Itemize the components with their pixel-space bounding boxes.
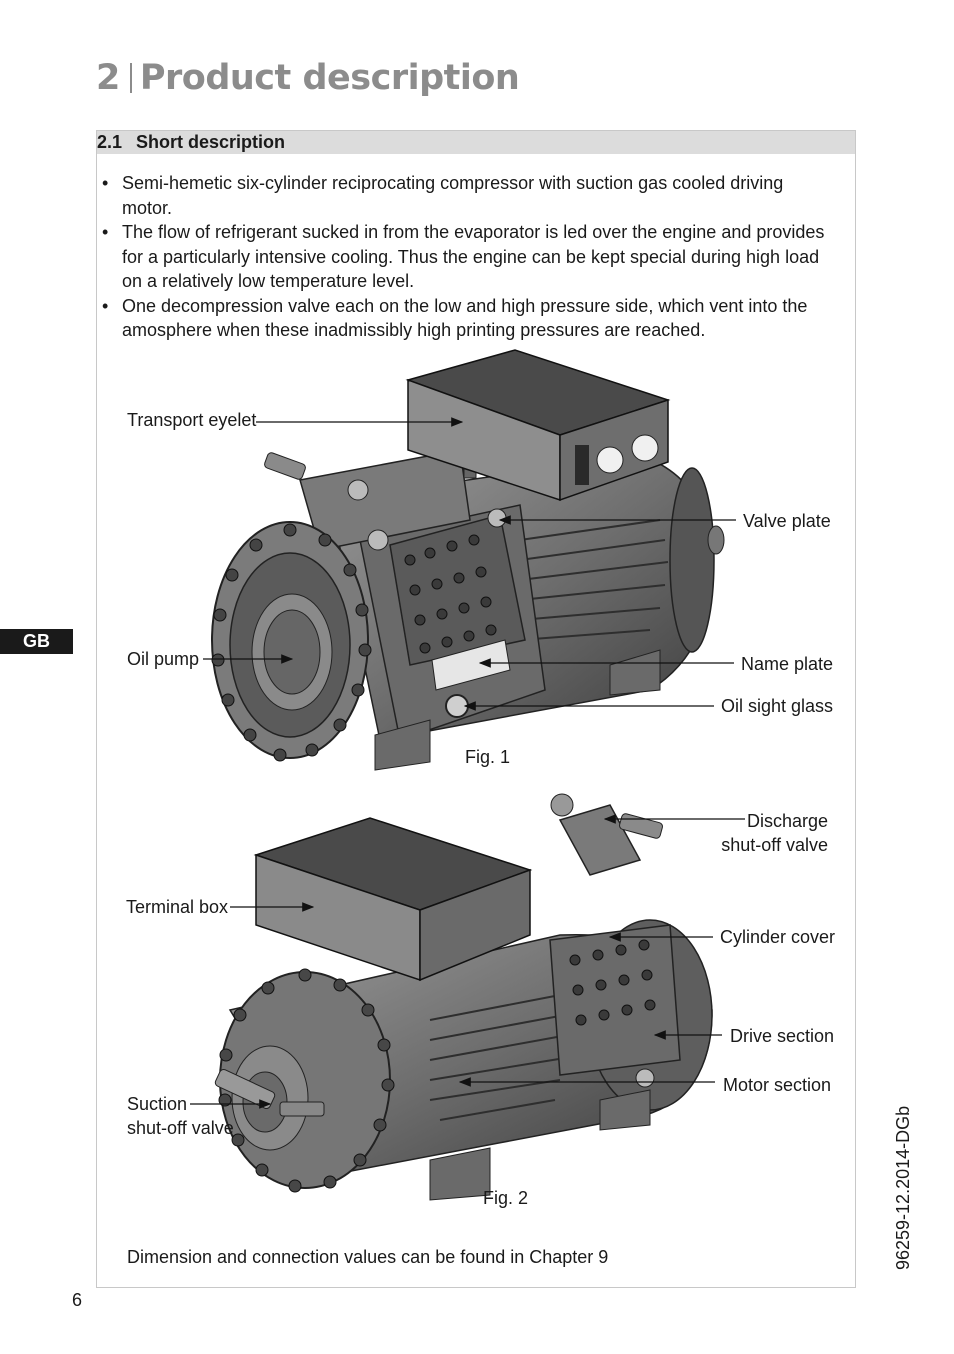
figure-2-leaders	[190, 814, 745, 1109]
label-discharge-line-2: shut-off valve	[721, 835, 828, 855]
label-discharge-line-1: Discharge	[746, 811, 828, 831]
compressor-figure-2	[214, 793, 713, 1201]
figure-1-leaders	[203, 417, 736, 711]
section-title: Short description	[136, 132, 286, 152]
chapter-separator	[129, 63, 132, 93]
label-suction-line-1: Suction	[127, 1094, 188, 1114]
label-drive-section: Drive section	[730, 1026, 835, 1046]
document-number: 96259-12.2014-DGb	[893, 1105, 913, 1270]
label-oil-sight-glass: Oil sight glass	[721, 696, 834, 716]
language-tab: GB	[0, 629, 73, 654]
label-oil-pump: Oil pump	[127, 649, 200, 669]
label-suction-line-2: shut-off valve	[127, 1118, 234, 1138]
compressor-figure-1	[211, 349, 725, 771]
label-cylinder-cover: Cylinder cover	[720, 927, 836, 947]
section-heading: 2.1 Short description	[97, 131, 855, 154]
figure-2-caption: Fig. 2	[483, 1188, 529, 1208]
bullet-list: •Semi-hemetic six-cylinder reciprocating…	[97, 171, 827, 343]
section-number: 2.1	[97, 132, 123, 152]
figure-1-caption: Fig. 1	[465, 747, 511, 767]
label-name-plate: Name plate	[741, 654, 834, 674]
content-frame: 2.1 Short description •Semi-hemetic six-c…	[96, 130, 856, 1288]
label-terminal-box: Terminal box	[126, 897, 229, 917]
chapter-title: Product description	[139, 58, 520, 98]
list-item: •One decompression valve each on the low…	[102, 295, 808, 341]
chapter-reference-note: Dimension and connection values can be f…	[127, 1247, 609, 1267]
label-transport-eyelet: Transport eyelet	[127, 410, 257, 430]
chapter-heading: 2 Product description	[96, 56, 520, 100]
list-item: •Semi-hemetic six-cylinder reciprocating…	[102, 173, 784, 218]
label-motor-section: Motor section	[723, 1075, 832, 1095]
list-item: •The flow of refrigerant sucked in from …	[102, 222, 825, 291]
chapter-number: 2	[96, 58, 120, 98]
page-number: 6	[72, 1290, 83, 1310]
label-valve-plate: Valve plate	[743, 511, 831, 531]
